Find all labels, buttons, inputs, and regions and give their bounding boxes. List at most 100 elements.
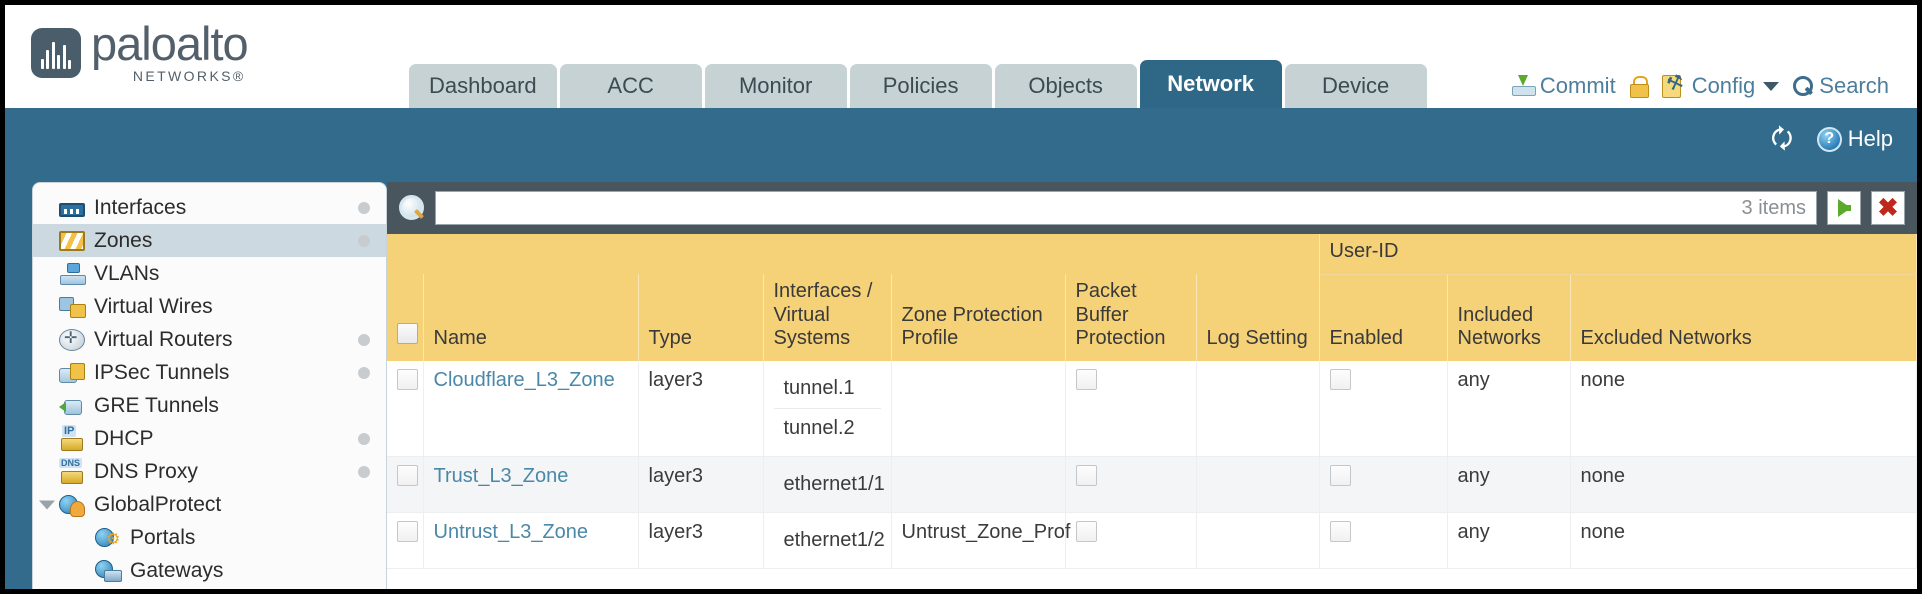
gateways-icon [95,559,122,582]
help-dot-icon[interactable] [358,333,370,346]
sidebar-label-interfaces: Interfaces [94,195,187,219]
help-dot-icon[interactable] [358,432,370,445]
search-icon[interactable] [399,195,425,221]
row-select-cell[interactable] [387,512,424,569]
padlock-icon[interactable] [1629,76,1649,98]
select-all-header[interactable] [387,274,424,361]
cell-excluded-networks: none [1570,512,1917,569]
sidebar-item-gre-tunnels[interactable]: GRE Tunnels [33,389,386,422]
commit-button[interactable]: Commit [1511,73,1616,99]
search-input[interactable] [446,193,1734,223]
interfaces-icon [59,202,85,217]
help-dot-icon[interactable] [358,201,370,214]
packet-buffer-protection-checkbox[interactable] [1075,368,1097,390]
select-all-checkbox[interactable] [397,323,418,345]
column-header-excluded-networks[interactable]: Excluded Networks [1570,274,1917,361]
column-header-log-setting[interactable]: Log Setting [1196,274,1320,361]
userid-enabled-checkbox[interactable] [1329,368,1351,390]
column-header-name[interactable]: Name [423,274,639,361]
sidebar-item-vlans[interactable]: VLANs [33,257,386,290]
help-button[interactable]: ? Help [1816,126,1893,152]
sidebar-item-dns-proxy[interactable]: DNS Proxy [33,455,386,488]
userid-enabled-checkbox[interactable] [1329,464,1351,486]
row-select-checkbox[interactable] [397,464,418,486]
column-header-interfaces[interactable]: Interfaces / Virtual Systems [763,274,892,361]
sidebar-item-ipsec-tunnels[interactable]: IPSec Tunnels [33,356,386,389]
packet-buffer-protection-checkbox[interactable] [1075,464,1097,486]
search-field-wrapper: 3 items [435,191,1817,225]
column-header-zone-protection-profile[interactable]: Zone Protection Profile [891,274,1066,361]
top-bar: paloalto NETWORKS® Dashboard ACC Monitor… [5,5,1917,108]
sidebar-item-globalprotect[interactable]: GlobalProtect [33,488,386,521]
column-header-packet-buffer-protection[interactable]: Packet Buffer Protection [1065,274,1197,361]
sidebar-label-ipsec-tunnels: IPSec Tunnels [94,360,230,384]
clear-filter-button[interactable]: ✖ [1871,191,1905,225]
table-header-row: Name Type Interfaces / Virtual Systems Z… [387,274,1917,361]
sidebar-label-globalprotect: GlobalProtect [94,492,222,516]
sidebar-label-gre-tunnels: GRE Tunnels [94,393,219,417]
cell-name: Cloudflare_L3_Zone [423,360,639,457]
search-label: Search [1819,73,1889,98]
vlans-icon [59,262,86,285]
tab-dashboard[interactable]: Dashboard [409,64,557,108]
cell-userid-enabled[interactable] [1319,512,1448,569]
cell-packet-buffer-protection[interactable] [1065,512,1197,569]
config-menu[interactable]: Config [1661,73,1780,99]
cell-packet-buffer-protection[interactable] [1065,456,1197,513]
zone-link[interactable]: Untrust_L3_Zone [433,520,589,543]
row-select-cell[interactable] [387,360,424,457]
row-select-checkbox[interactable] [397,520,418,542]
tab-monitor[interactable]: Monitor [704,64,847,108]
commit-icon [1511,75,1536,97]
tab-acc[interactable]: ACC [559,64,702,108]
tab-objects[interactable]: Objects [994,64,1137,108]
zone-link[interactable]: Trust_L3_Zone [433,464,569,487]
help-dot-icon[interactable] [358,234,370,247]
cell-packet-buffer-protection[interactable] [1065,360,1197,457]
cell-userid-enabled[interactable] [1319,456,1448,513]
interface-entry: tunnel.2 [773,407,881,448]
table-row[interactable]: Untrust_L3_Zone layer3 ethernet1/2 Untru… [387,512,1917,569]
sidebar-label-dns-proxy: DNS Proxy [94,459,198,483]
userid-enabled-checkbox[interactable] [1329,520,1351,542]
column-header-type[interactable]: Type [638,274,764,361]
cell-name: Untrust_L3_Zone [423,512,639,569]
table-row[interactable]: Trust_L3_Zone layer3 ethernet1/1 any [387,456,1917,513]
refresh-icon[interactable]: 🗘 [1770,125,1794,153]
cell-log-setting [1196,456,1320,513]
tab-device[interactable]: Device [1284,64,1427,108]
tab-network[interactable]: Network [1139,60,1282,108]
sidebar-item-dhcp[interactable]: DHCP [33,422,386,455]
item-count-label: 3 items [1741,196,1806,219]
clear-filter-x-icon: ✖ [1877,193,1899,222]
row-select-checkbox[interactable] [397,368,418,390]
zones-table: User-ID Name Type Interfaces / Virtual S… [387,234,1917,569]
zone-link[interactable]: Cloudflare_L3_Zone [433,368,615,391]
apply-filter-button[interactable] [1827,191,1861,225]
config-wrench-icon [1661,75,1686,98]
row-select-cell[interactable] [387,456,424,513]
packet-buffer-protection-checkbox[interactable] [1075,520,1097,542]
help-dot-icon[interactable] [358,465,370,478]
sidebar-item-virtual-routers[interactable]: Virtual Routers [33,323,386,356]
column-header-enabled[interactable]: Enabled [1319,274,1448,361]
sidebar-item-portals[interactable]: Portals [33,521,386,554]
expander-triangle-down-icon[interactable] [39,500,55,509]
dns-proxy-icon [59,457,85,484]
paloalto-logo: paloalto NETWORKS® [31,20,249,84]
apply-filter-arrow-icon [1837,199,1851,217]
cell-userid-enabled[interactable] [1319,360,1448,457]
cell-included-networks: any [1447,456,1571,513]
sidebar-item-interfaces[interactable]: Interfaces [33,191,386,224]
group-header-spacer [387,234,1320,275]
search-button[interactable]: Search [1793,73,1889,99]
sidebar-item-zones[interactable]: Zones [33,224,386,257]
sidebar-item-virtual-wires[interactable]: Virtual Wires [33,290,386,323]
table-row[interactable]: Cloudflare_L3_Zone layer3 tunnel.1 tunne… [387,360,1917,457]
tab-policies[interactable]: Policies [849,64,992,108]
sidebar-item-gateways[interactable]: Gateways [33,554,386,587]
help-dot-icon[interactable] [358,366,370,379]
virtual-wires-icon [59,296,86,318]
column-header-included-networks[interactable]: Included Networks [1447,274,1571,361]
